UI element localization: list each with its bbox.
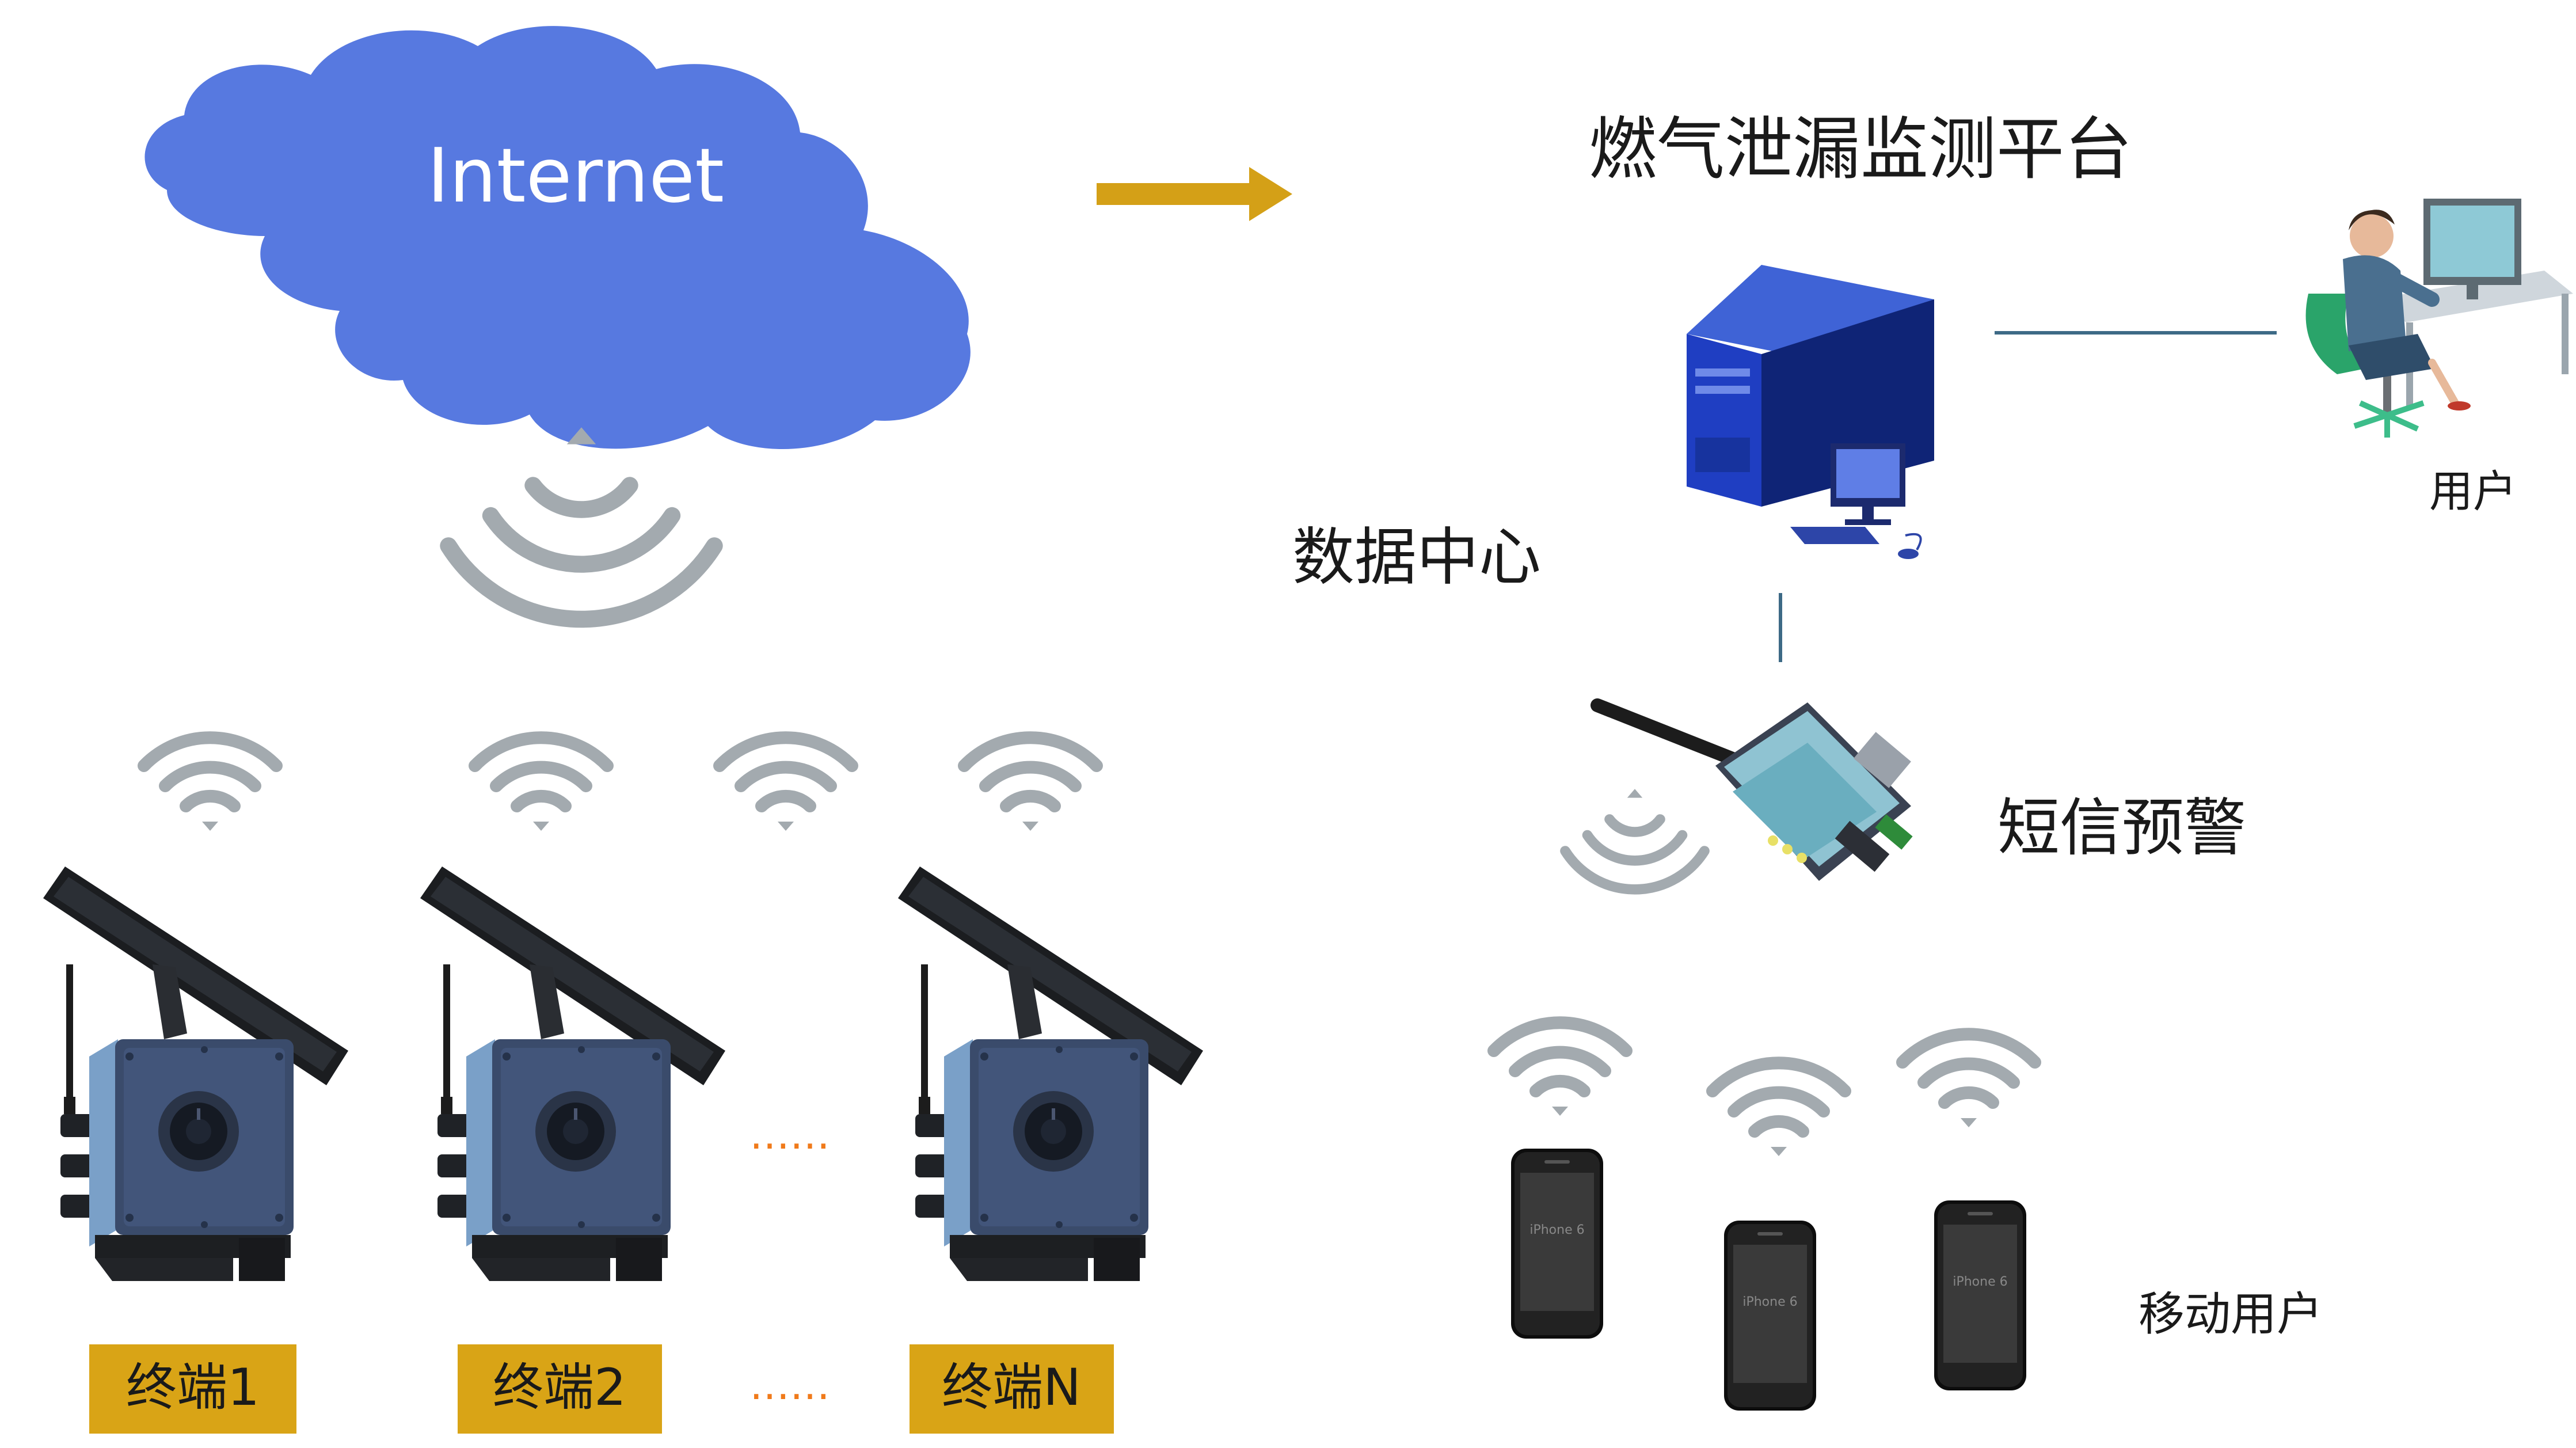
sensor-terminal-device xyxy=(898,866,1203,1281)
office-user-icon xyxy=(2305,199,2573,438)
sms-modem-icon xyxy=(1591,698,1913,881)
sensor-terminal-device xyxy=(43,866,348,1281)
wifi-icon xyxy=(720,738,852,831)
smartphone-icon: iPhone 6 xyxy=(1511,1149,1603,1339)
terminal-label: 终端N xyxy=(942,1358,1081,1417)
mobile-users-label: 移动用户 xyxy=(2139,1287,2323,1341)
wifi-icon xyxy=(964,738,1097,831)
user-label: 用户 xyxy=(2429,466,2517,517)
label-ellipsis: …… xyxy=(749,1362,830,1409)
phone-model-text: iPhone 6 xyxy=(1529,1223,1584,1237)
wifi-icon xyxy=(1494,1023,1626,1116)
smartphone-icon: iPhone 6 xyxy=(1934,1200,2026,1390)
terminal-label: 终端2 xyxy=(493,1358,626,1417)
platform-title: 燃气泄漏监测平台 xyxy=(1589,109,2132,189)
terminal-label-box: 终端1 xyxy=(89,1344,296,1434)
wifi-icon xyxy=(1713,1063,1845,1156)
sms-alert-label: 短信预警 xyxy=(1997,792,2246,864)
wifi-icon xyxy=(475,738,607,831)
arrow-right-icon xyxy=(1097,167,1292,221)
terminal-label-box: 终端2 xyxy=(458,1344,662,1434)
phone-model-text: iPhone 6 xyxy=(1953,1275,2007,1289)
terminal-ellipsis: …… xyxy=(749,1111,830,1158)
cloud-label: Internet xyxy=(427,132,724,219)
server-icon xyxy=(1687,265,1934,559)
wifi-icon xyxy=(440,427,723,628)
sensor-terminal-device xyxy=(420,866,725,1281)
wifi-icon xyxy=(1902,1034,2035,1127)
internet-cloud: Internet xyxy=(144,26,971,449)
wifi-icon xyxy=(144,738,276,831)
wifi-icon xyxy=(1560,789,1710,895)
terminal-label-box: 终端N xyxy=(910,1344,1114,1434)
data-center-label: 数据中心 xyxy=(1292,522,1541,594)
smartphone-icon: iPhone 6 xyxy=(1724,1221,1816,1411)
phone-model-text: iPhone 6 xyxy=(1742,1295,1797,1309)
terminal-label: 终端1 xyxy=(126,1358,260,1417)
